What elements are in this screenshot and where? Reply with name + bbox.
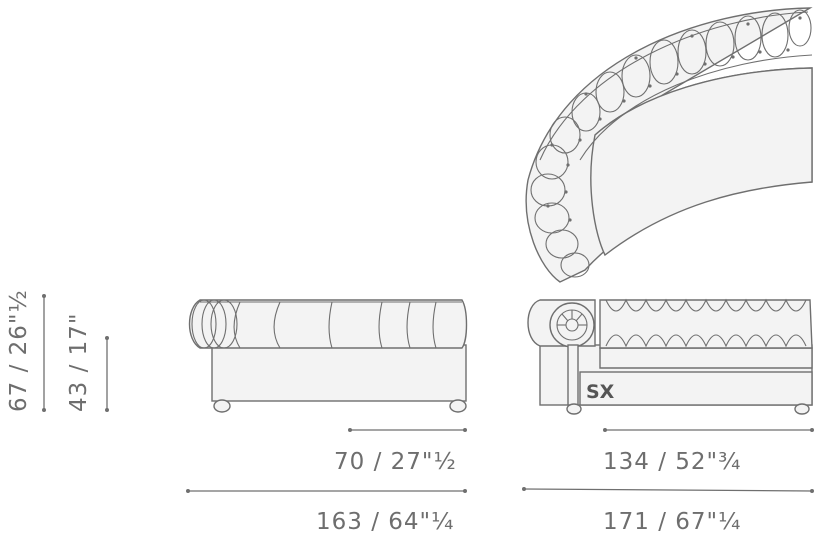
side-seat-depth-label: 70 / 27"½: [334, 449, 457, 475]
seat-height-label: 43 / 17": [66, 312, 92, 412]
total-height-label: 67 / 26"½: [6, 289, 32, 412]
side-total-depth-label: 163 / 64"¼: [316, 509, 455, 535]
front-view-sofa: [527, 298, 813, 415]
side-view-sofa: [188, 299, 468, 413]
front-total-width-label: 171 / 67"¼: [603, 509, 742, 535]
module-label: SX: [586, 381, 615, 403]
dimension-lines: [42, 294, 814, 493]
front-seat-width-label: 134 / 52"¾: [603, 449, 742, 475]
top-view-curved-sofa: [525, 7, 813, 283]
